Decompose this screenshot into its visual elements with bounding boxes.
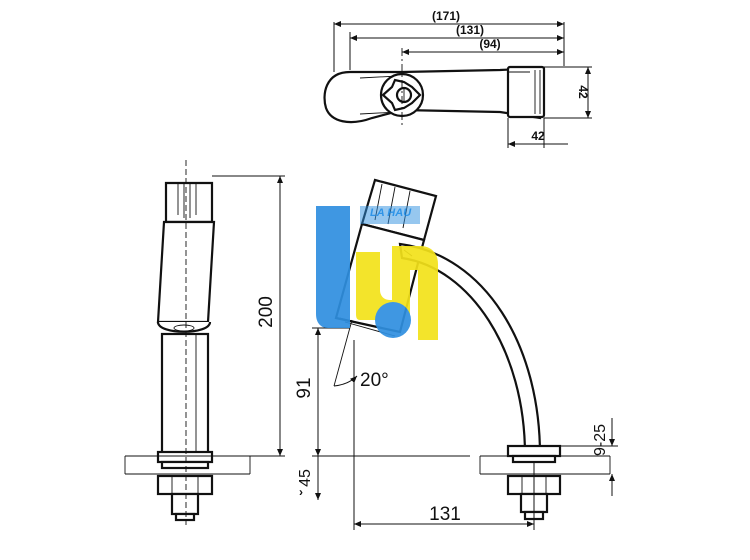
side-dim-spout-height: 91 — [294, 377, 315, 398]
top-dim-inner: (94) — [479, 37, 500, 51]
watermark-logo: LA HAU — [316, 206, 438, 340]
mount-arrow-glyph: › — [299, 485, 303, 499]
top-dim-middle: (131) — [456, 23, 484, 37]
front-view: 200 — [124, 160, 285, 525]
side-dim-thread: 9-25 — [592, 424, 609, 456]
top-view: (171) (131) (94) 42 42 — [323, 9, 592, 148]
side-dim-reach: 131 — [429, 504, 461, 525]
top-dim-overall: (171) — [432, 9, 460, 23]
side-dim-angle: 20° — [360, 370, 389, 391]
front-dim-mount: 45 — [297, 469, 314, 487]
top-dim-height: 42 — [576, 85, 590, 99]
front-dim-height: 200 — [256, 296, 277, 328]
watermark-text: LA HAU — [370, 207, 412, 219]
top-dim-width: 42 — [531, 129, 545, 143]
